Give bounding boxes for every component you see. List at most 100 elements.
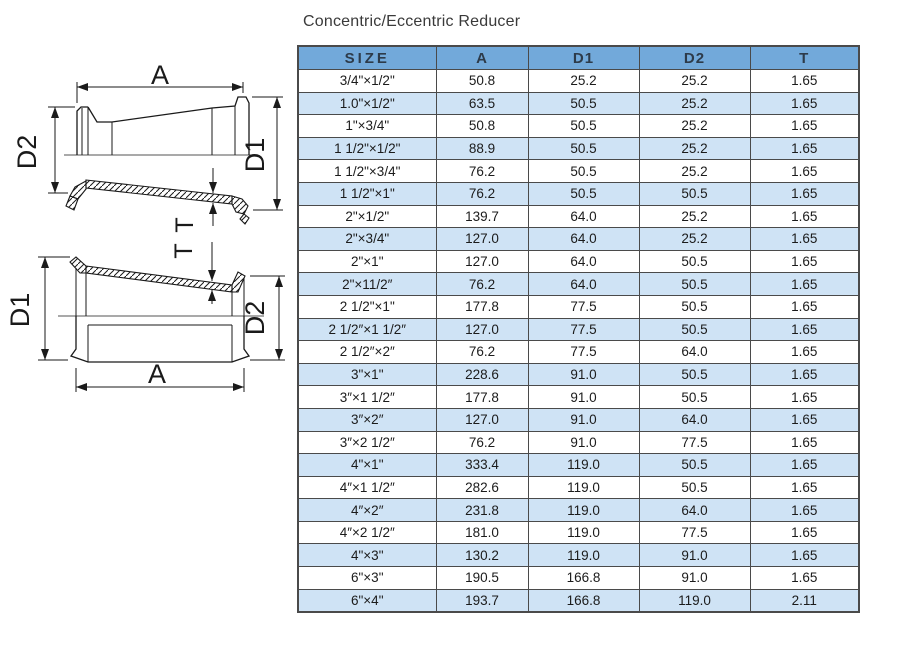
value-cell: 50.5 — [638, 294, 751, 319]
value-cell: 88.9 — [435, 136, 529, 161]
size-cell: 3″×2″ — [297, 407, 437, 432]
value-cell: 127.0 — [435, 407, 529, 432]
value-cell: 64.0 — [638, 407, 751, 432]
size-cell: 4"×1" — [297, 453, 437, 477]
column-header: D2 — [638, 45, 751, 70]
size-cell: 3″×1 1/2″ — [297, 385, 437, 409]
value-cell: 130.2 — [435, 543, 529, 568]
value-cell: 64.0 — [638, 498, 751, 522]
value-cell: 1.65 — [749, 227, 860, 251]
size-cell: 4″×2″ — [297, 498, 437, 522]
value-cell: 1.65 — [749, 407, 860, 432]
concentric-reducer-figure — [48, 82, 283, 226]
value-cell: 1.65 — [749, 430, 860, 455]
value-cell: 119.0 — [527, 453, 640, 477]
value-cell: 91.0 — [638, 543, 751, 568]
value-cell: 77.5 — [638, 520, 751, 545]
value-cell: 91.0 — [638, 566, 751, 590]
value-cell: 91.0 — [527, 385, 640, 409]
column-header: A — [435, 45, 529, 70]
value-cell: 76.2 — [435, 430, 529, 455]
value-cell: 64.0 — [527, 204, 640, 229]
value-cell: 166.8 — [527, 566, 640, 590]
label-d2-bottom: D2 — [240, 301, 270, 336]
label-a-bottom: A — [148, 359, 166, 389]
value-cell: 50.5 — [638, 181, 751, 206]
value-cell: 1.65 — [749, 91, 860, 116]
size-cell: 2"×3/4" — [297, 227, 437, 251]
value-cell: 76.2 — [435, 340, 529, 364]
value-cell: 177.8 — [435, 294, 529, 319]
value-cell: 64.0 — [527, 272, 640, 296]
value-cell: 50.5 — [638, 362, 751, 387]
column-header: T — [749, 45, 860, 70]
value-cell: 50.5 — [527, 114, 640, 138]
value-cell: 50.5 — [638, 317, 751, 342]
dim-d1-bottom — [38, 256, 70, 361]
value-cell: 76.2 — [435, 181, 529, 206]
value-cell: 64.0 — [527, 227, 640, 251]
value-cell: 91.0 — [527, 407, 640, 432]
value-cell: 127.0 — [435, 317, 529, 342]
size-cell: 2"×1/2" — [297, 204, 437, 229]
size-cell: 2"×11/2″ — [297, 272, 437, 296]
value-cell: 77.5 — [527, 294, 640, 319]
size-cell: 3/4"×1/2" — [297, 69, 437, 93]
reducer-technical-drawing: A D2 D1 T — [5, 60, 285, 392]
value-cell: 282.6 — [435, 475, 529, 500]
dim-d2-bottom — [250, 275, 285, 361]
value-cell: 91.0 — [527, 362, 640, 387]
value-cell: 1.65 — [749, 272, 860, 296]
value-cell: 119.0 — [527, 543, 640, 568]
size-cell: 2 1/2″×1 1/2″ — [297, 317, 437, 342]
dim-d2-top — [48, 106, 75, 194]
value-cell: 25.2 — [527, 69, 640, 93]
value-cell: 1.65 — [749, 249, 860, 274]
dim-d1-top — [252, 96, 283, 211]
size-cell: 1 1/2"×3/4" — [297, 159, 437, 183]
size-cell: 3"×1" — [297, 362, 437, 387]
value-cell: 119.0 — [638, 588, 751, 613]
value-cell: 50.8 — [435, 69, 529, 93]
dim-a-bottom — [75, 368, 245, 392]
size-cell: 2"×1" — [297, 249, 437, 274]
size-cell: 2 1/2″×2″ — [297, 340, 437, 364]
value-cell: 25.2 — [638, 227, 751, 251]
label-t-top: T — [171, 217, 199, 232]
value-cell: 1.65 — [749, 566, 860, 590]
value-cell: 76.2 — [435, 272, 529, 296]
value-cell: 50.5 — [527, 181, 640, 206]
value-cell: 50.5 — [638, 475, 751, 500]
label-t-bottom: T — [170, 243, 198, 258]
value-cell: 50.5 — [638, 249, 751, 274]
value-cell: 127.0 — [435, 227, 529, 251]
value-cell: 1.65 — [749, 475, 860, 500]
value-cell: 231.8 — [435, 498, 529, 522]
value-cell: 1.65 — [749, 362, 860, 387]
value-cell: 119.0 — [527, 498, 640, 522]
value-cell: 91.0 — [527, 430, 640, 455]
value-cell: 50.5 — [527, 91, 640, 116]
value-cell: 25.2 — [638, 114, 751, 138]
label-d1-bottom: D1 — [5, 293, 35, 328]
value-cell: 166.8 — [527, 588, 640, 613]
